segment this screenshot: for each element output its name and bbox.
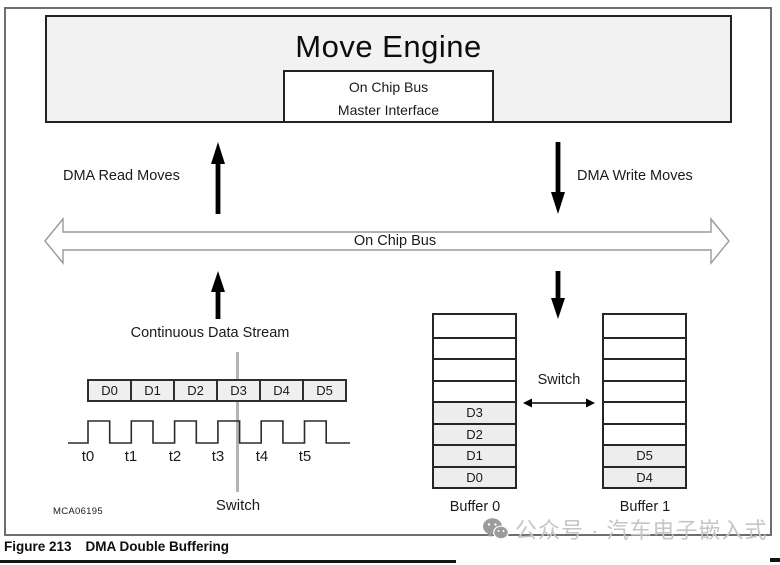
buffer-switch-arrow [523,398,595,408]
buffer-cell [604,358,685,380]
interface-line1: On Chip Bus [348,79,429,95]
buffer-cell [434,358,515,380]
buffer-0: D3 D2 D1 D0 [432,313,517,489]
stream-switch-line [236,352,239,492]
buffer-cell [604,336,685,358]
tick-label: t0 [81,448,95,465]
buffer-cell [604,379,685,401]
buffer-cell [604,422,685,444]
buffer-cell: D3 [434,401,515,423]
dma-write-moves-label: DMA Write Moves [577,168,693,184]
dma-write-down-arrow [551,142,565,214]
buffer-cell [604,401,685,423]
stream-switch-label: Switch [215,497,261,514]
figure-title: DMA Double Buffering [85,539,230,554]
stream-cell: D0 [87,379,132,402]
figure-number: Figure 213 [4,539,72,554]
clock-waveform [68,420,350,444]
data-stream-strip: D0 D1 D2 D3 D4 D5 [87,379,347,402]
bottom-rule [0,560,456,563]
move-engine-title: Move Engine [295,29,482,64]
stream-up-arrow [211,271,225,319]
on-chip-bus-master-interface-block: On Chip Bus Master Interface [283,70,494,123]
watermark-text: 公众号 · 汽车电子嵌入式 [515,518,768,543]
buffer-cell: D2 [434,422,515,444]
stream-cell: D5 [302,379,347,402]
mca-code-label: MCA06195 [53,506,103,517]
bottom-rule-right-segment [770,558,780,562]
wechat-icon [483,517,509,539]
buffer-1-label: Buffer 1 [619,499,671,515]
on-chip-bus-arrow [44,217,730,265]
buffer-cell: D0 [434,465,515,487]
stream-cell: D3 [216,379,261,402]
buffer-1: D5 D4 [602,313,687,489]
watermark: 公众号 · 汽车电子嵌入式 [482,513,768,545]
buffer-0-label: Buffer 0 [449,499,501,515]
buffer-cell [434,315,515,337]
buffer-cell: D4 [604,465,685,487]
tick-label: t1 [124,448,138,465]
buffer-cell: D1 [434,444,515,466]
interface-line2: Master Interface [337,102,440,118]
continuous-data-stream-label: Continuous Data Stream [130,325,290,341]
stream-cell: D4 [259,379,304,402]
buffer-down-arrow [551,271,565,319]
buffer-cell [604,315,685,337]
stream-cell: D2 [173,379,218,402]
buffer-cell: D5 [604,444,685,466]
buffer-cell [434,379,515,401]
figure-caption: Figure 213 DMA Double Buffering [4,539,229,554]
tick-label: t5 [298,448,312,465]
tick-label: t3 [211,448,225,465]
buffer-cell [434,336,515,358]
dma-read-up-arrow [211,142,225,214]
dma-read-moves-label: DMA Read Moves [63,168,180,184]
tick-label: t2 [168,448,182,465]
buffer-switch-label: Switch [537,372,581,388]
tick-label: t4 [255,448,269,465]
clock-tick-labels: t0 t1 t2 t3 t4 t5 [66,448,356,468]
on-chip-bus-label: On Chip Bus [353,233,437,249]
stream-cell: D1 [130,379,175,402]
